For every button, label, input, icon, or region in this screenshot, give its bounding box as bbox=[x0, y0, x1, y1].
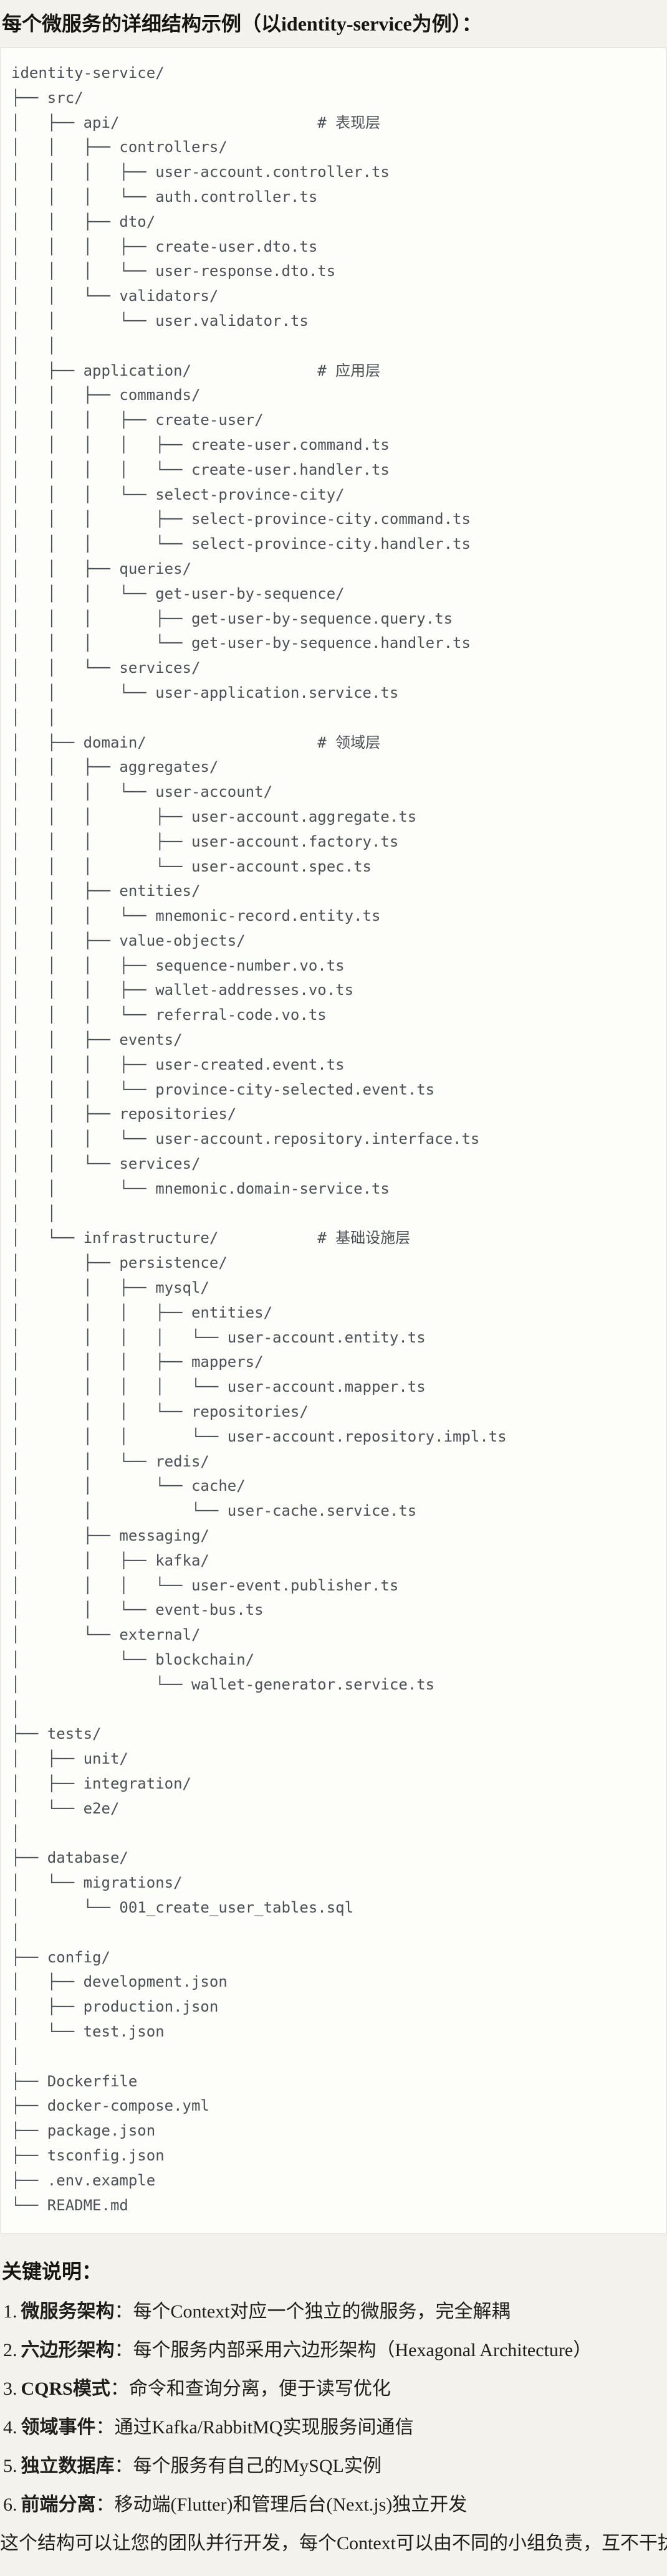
page-title: 每个微服务的详细结构示例（以identity-service为例）： bbox=[2, 12, 482, 35]
list-item: 4.领域事件：通过Kafka/RabbitMQ实现服务间通信 bbox=[3, 2415, 667, 2440]
list-item-number: 1. bbox=[3, 2301, 17, 2322]
closing-paragraph: 这个结构可以让您的团队并行开发，每个Context可以由不同的小组负责，互不干扰… bbox=[0, 2533, 667, 2554]
list-item-term: CQRS模式 bbox=[21, 2379, 110, 2400]
list-item-text: ：每个Context对应一个独立的微服务，完全解耦 bbox=[114, 2301, 511, 2322]
list-item-text: ：每个服务内部采用六边形架构（Hexagonal Architecture） bbox=[114, 2340, 592, 2361]
list-item-text: ：通过Kafka/RabbitMQ实现服务间通信 bbox=[95, 2417, 414, 2438]
list-item-number: 3. bbox=[3, 2379, 17, 2400]
list-item-text: ：每个服务有自己的MySQL实例 bbox=[114, 2456, 381, 2477]
code-block: identity-service/ ├── src/ │ ├── api/ # … bbox=[0, 47, 667, 2235]
list-item-text: ：命令和查询分离，便于读写优化 bbox=[110, 2379, 391, 2400]
list-item: 3.CQRS模式：命令和查询分离，便于读写优化 bbox=[3, 2377, 667, 2402]
list-item-term: 微服务架构 bbox=[21, 2301, 115, 2322]
list-item-number: 6. bbox=[3, 2494, 17, 2516]
list-item-term: 领域事件 bbox=[21, 2417, 96, 2438]
section-heading: 关键说明： bbox=[2, 2260, 102, 2283]
key-points-list: 1.微服务架构：每个Context对应一个独立的微服务，完全解耦 2.六边形架构… bbox=[0, 2299, 667, 2517]
list-item-text: ：移动端(Flutter)和管理后台(Next.js)独立开发 bbox=[95, 2494, 468, 2516]
list-item-term: 独立数据库 bbox=[21, 2456, 115, 2477]
directory-tree: identity-service/ ├── src/ │ ├── api/ # … bbox=[11, 64, 507, 2214]
document: 每个微服务的详细结构示例（以identity-service为例）： ident… bbox=[0, 11, 667, 2556]
list-item: 1.微服务架构：每个Context对应一个独立的微服务，完全解耦 bbox=[3, 2299, 667, 2324]
list-item: 2.六边形架构：每个服务内部采用六边形架构（Hexagonal Architec… bbox=[3, 2338, 667, 2363]
list-item-number: 2. bbox=[3, 2340, 17, 2361]
list-item-number: 5. bbox=[3, 2456, 17, 2477]
list-item-term: 六边形架构 bbox=[21, 2340, 115, 2361]
list-item-number: 4. bbox=[3, 2417, 17, 2438]
list-item-term: 前端分离 bbox=[21, 2494, 96, 2516]
list-item: 5.独立数据库：每个服务有自己的MySQL实例 bbox=[3, 2454, 667, 2479]
list-item: 6.前端分离：移动端(Flutter)和管理后台(Next.js)独立开发 bbox=[3, 2493, 667, 2517]
